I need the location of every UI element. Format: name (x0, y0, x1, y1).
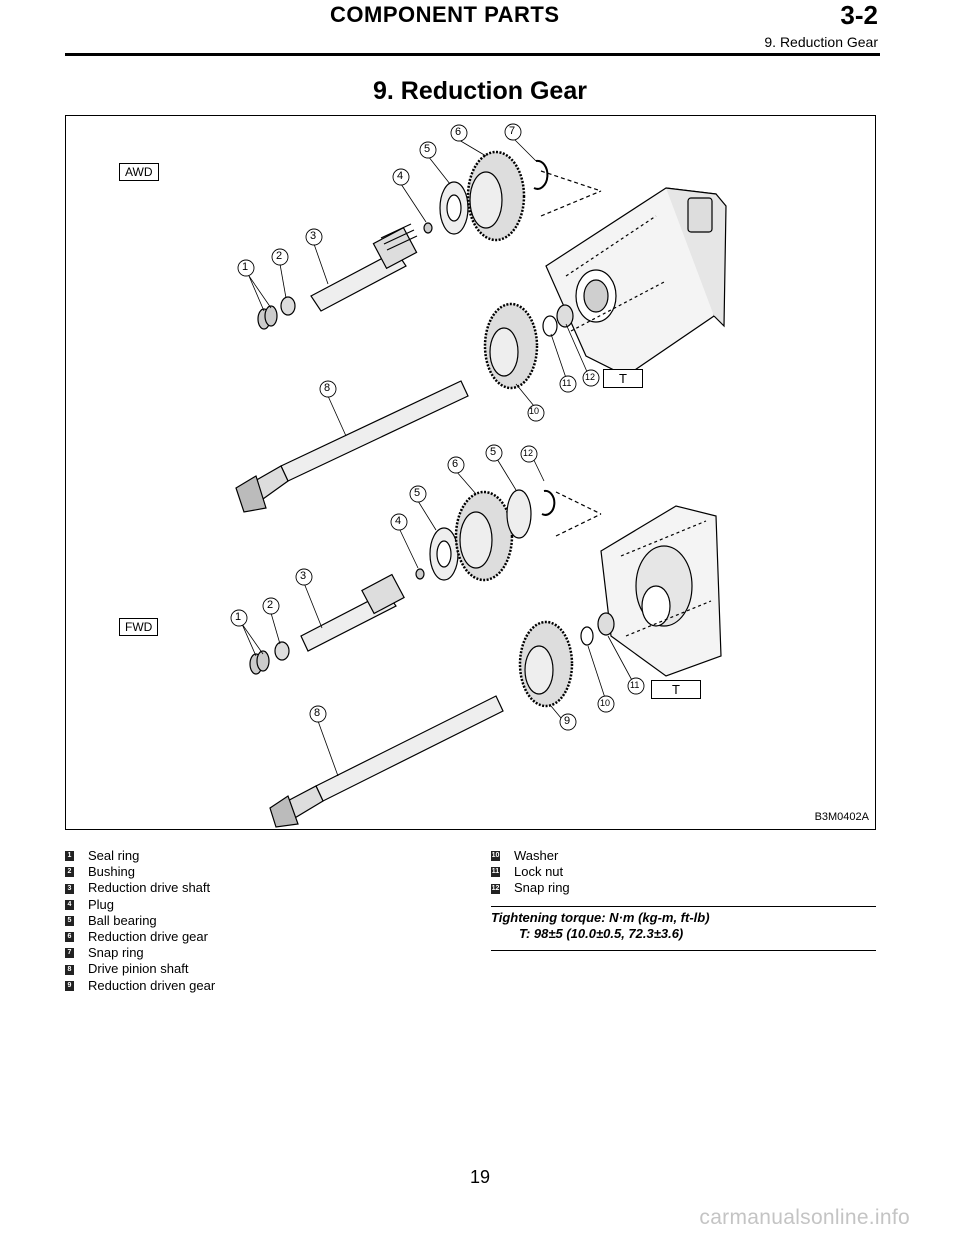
legend-number: 10 (491, 851, 500, 862)
callout-12-fwd: 12 (523, 448, 534, 458)
callout-4-fwd: 4 (395, 515, 402, 527)
callout-1-fwd: 1 (235, 611, 242, 623)
fwd-label: FWD (119, 618, 159, 636)
legend-item: 2 Bushing (65, 864, 215, 880)
callout-6-fwd: 6 (452, 458, 459, 470)
subsection-title: 9. Reduction Gear (764, 34, 878, 50)
legend-item: 4 Plug (65, 897, 215, 913)
parts-legend-right: 10 Washer 11 Lock nut 12 Snap ring Tighteni… (491, 848, 876, 952)
legend-label: Seal ring (88, 848, 140, 863)
callout-12-awd: 12 (585, 372, 596, 382)
legend-item: 8 Drive pinion shaft (65, 961, 215, 977)
legend-item: 12 Snap ring (491, 880, 876, 896)
callout-2-fwd: 2 (267, 599, 274, 611)
torque-marker-fwd: T (651, 680, 701, 699)
legend-label: Ball bearing (88, 912, 157, 928)
callout-9-fwd: 9 (564, 715, 571, 727)
figure-code: B3M0402A (814, 811, 869, 823)
legend-number: 6 (65, 932, 74, 943)
legend-label: Reduction driven gear (88, 977, 216, 993)
legend-number: 7 (65, 948, 74, 959)
legend-number: 3 (65, 883, 74, 894)
awd-housing (545, 187, 727, 377)
callout-6-awd: 6 (455, 126, 462, 138)
callout-1-awd: 1 (242, 261, 249, 273)
callout-11-awd: 11 (562, 378, 572, 388)
torque-heading: Tightening torque: N·m (kg-m, ft-lb) (491, 909, 710, 925)
legend-label: Lock nut (514, 864, 564, 880)
legend-number: 1 (65, 851, 74, 862)
callout-8-awd: 8 (324, 382, 331, 394)
callout-2-awd: 2 (276, 250, 283, 262)
legend-label: Plug (88, 896, 115, 912)
legend-item: 5 Ball bearing (65, 913, 215, 929)
fwd-drive-pinion-shaft (269, 695, 504, 828)
awd-reduction-drive-shaft (310, 223, 418, 312)
legend-item: 3 Reduction drive shaft (65, 880, 215, 896)
legend-label: Drive pinion shaft (88, 961, 189, 977)
awd-label: AWD (119, 163, 159, 181)
legend-item: 11 Lock nut (491, 864, 876, 880)
header-title: COMPONENT PARTS (330, 2, 560, 27)
callout-5-fwd-b: 5 (490, 446, 497, 458)
callout-3-fwd: 3 (300, 570, 307, 582)
callout-4-awd: 4 (397, 170, 404, 182)
legend-label: Snap ring (88, 945, 144, 961)
callout-5-fwd-a: 5 (414, 487, 421, 499)
legend-label: Bushing (88, 864, 135, 880)
fwd-reduction-drive-shaft (300, 573, 405, 652)
legend-label: Washer (514, 848, 559, 863)
legend-label: Reduction drive shaft (88, 880, 211, 896)
callout-11-fwd: 11 (630, 680, 640, 690)
callout-8-fwd: 8 (314, 707, 321, 719)
awd-drive-pinion-shaft (235, 380, 469, 513)
torque-spec: Tightening torque: N·m (kg-m, ft-lb) T: … (491, 905, 876, 952)
callout-5-awd: 5 (424, 143, 431, 155)
legend-item: 6 Reduction drive gear (65, 929, 215, 945)
legend-number: 5 (65, 915, 74, 926)
legend-number: 11 (491, 867, 500, 878)
legend-item: 10 Washer (491, 848, 876, 864)
fwd-housing (600, 505, 722, 677)
legend-number: 4 (65, 899, 74, 910)
page-number: 19 (469, 1167, 491, 1187)
exploded-view-drawing (230, 123, 727, 828)
callout-3-awd: 3 (310, 230, 317, 242)
callout-7-awd: 7 (509, 125, 516, 137)
torque-value: T: 98±5 (10.0±0.5, 72.3±3.6) (519, 925, 684, 941)
callout-10-fwd: 10 (600, 698, 611, 708)
torque-marker-awd: T (603, 369, 643, 388)
section-number: 3-2 (840, 0, 878, 30)
exploded-view-figure: 1 2 3 4 5 6 7 8 10 11 12 1 2 3 4 5 6 5 1… (65, 115, 876, 830)
header-rule (65, 53, 880, 56)
watermark: carmanualsonline.info (699, 1206, 910, 1229)
legend-number: 9 (65, 980, 74, 991)
legend-number: 2 (65, 867, 74, 878)
page-title: 9. Reduction Gear (373, 77, 587, 105)
callout-10-awd: 10 (529, 406, 540, 416)
legend-item: 9 Reduction driven gear (65, 978, 215, 994)
legend-item: 7 Snap ring (65, 945, 215, 961)
legend-number: 12 (491, 883, 500, 894)
parts-legend-left: 1 Seal ring 2 Bushing 3 Reduction drive sha… (65, 848, 215, 994)
legend-item: 1 Seal ring (65, 848, 215, 864)
legend-label: Reduction drive gear (88, 929, 208, 945)
legend-number: 8 (65, 964, 74, 975)
legend-label: Snap ring (514, 880, 570, 896)
